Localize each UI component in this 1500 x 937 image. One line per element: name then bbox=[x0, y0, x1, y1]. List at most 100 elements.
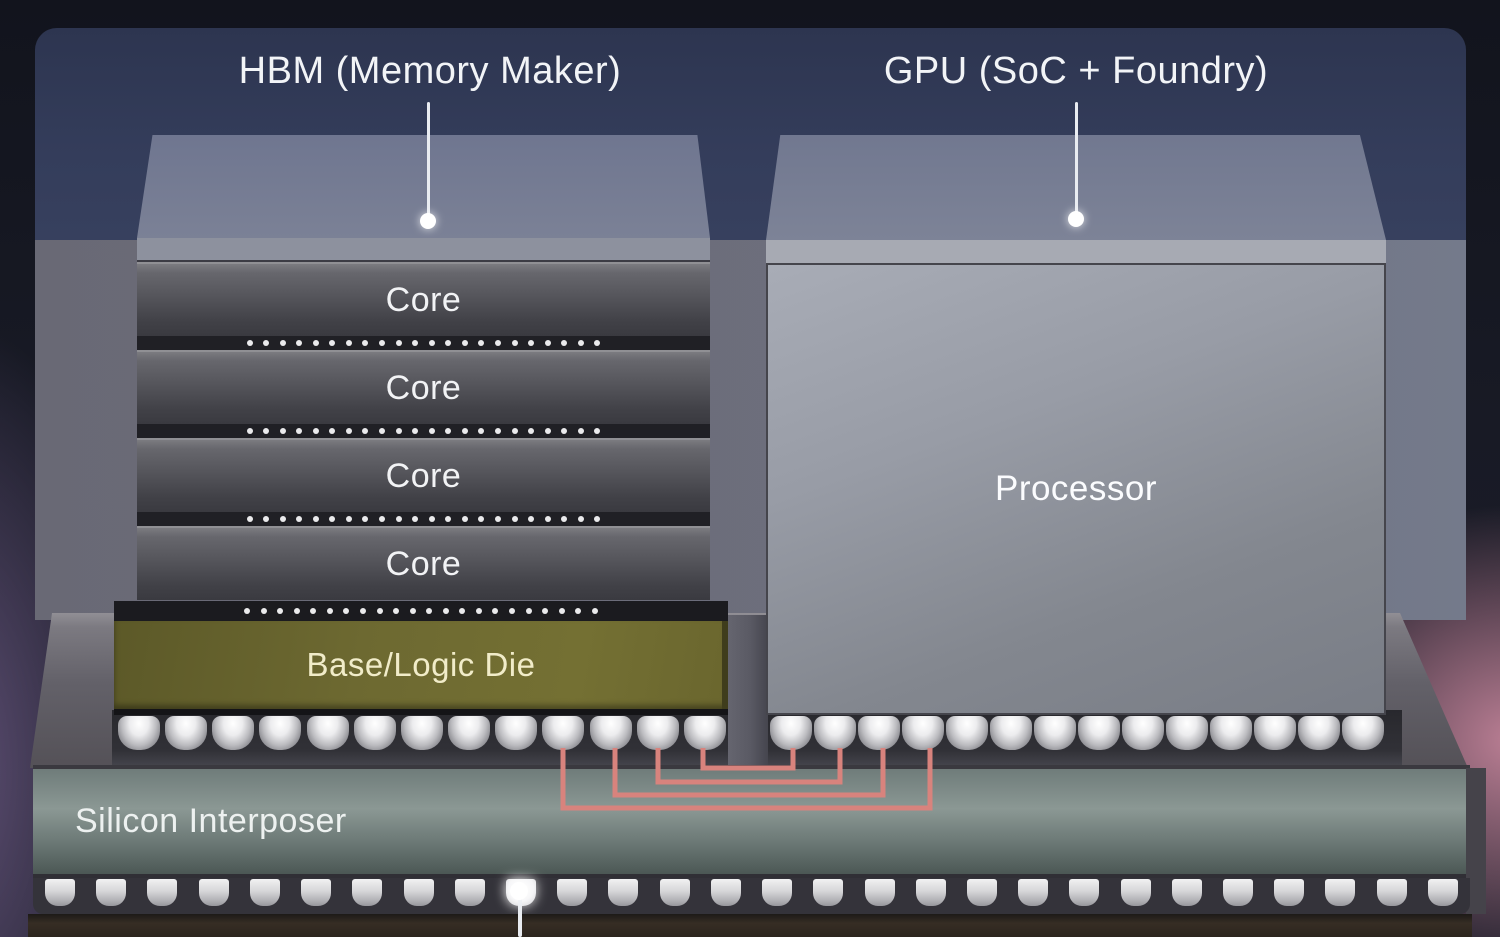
microbump-dot bbox=[345, 516, 352, 522]
bottom-bump-band bbox=[33, 878, 1470, 914]
solder-bump bbox=[1034, 716, 1076, 750]
microbump-dot bbox=[244, 608, 250, 614]
microbump-dot bbox=[558, 608, 565, 614]
solder-bump bbox=[403, 879, 434, 906]
solder-bump bbox=[1427, 879, 1458, 906]
microbump-dot bbox=[345, 340, 352, 346]
solder-bump bbox=[352, 879, 383, 906]
solder-bump bbox=[659, 879, 690, 906]
microbump-dot bbox=[293, 608, 300, 614]
microbump-dot bbox=[246, 428, 253, 434]
microbump-dot bbox=[362, 516, 369, 522]
solder-bump bbox=[966, 879, 997, 906]
microbump-dot bbox=[561, 428, 568, 434]
solder-bump bbox=[864, 879, 895, 906]
microbump-dot bbox=[359, 608, 366, 614]
microbump-dot-row bbox=[244, 608, 598, 614]
base-logic-die: Base/Logic Die bbox=[114, 601, 728, 715]
microbump-dot bbox=[296, 516, 303, 522]
microbump-dot bbox=[528, 340, 535, 346]
microbump-dot bbox=[312, 428, 319, 434]
hbm-core-layer: Core bbox=[137, 438, 710, 512]
solder-bump bbox=[448, 716, 491, 750]
microbump-dot bbox=[478, 516, 485, 522]
microbump-dot bbox=[277, 608, 284, 614]
microbump-dot bbox=[478, 340, 485, 346]
microbump-dot bbox=[412, 516, 419, 522]
microbump-dot bbox=[379, 516, 385, 522]
solder-bump bbox=[1254, 716, 1296, 750]
microbump-dot bbox=[492, 608, 499, 614]
microbump-dots bbox=[246, 516, 601, 522]
bottom-leader-line bbox=[518, 891, 522, 937]
gpu-leader-dot bbox=[1068, 211, 1084, 227]
microbump-dot bbox=[494, 340, 501, 346]
solder-bump bbox=[454, 879, 485, 906]
microbump-dot bbox=[445, 428, 452, 434]
microbump-dot bbox=[412, 340, 419, 346]
microbump-dot bbox=[494, 516, 501, 522]
hbm-front-bevel bbox=[137, 238, 710, 262]
microbump-dot bbox=[395, 428, 402, 434]
hbm-core-layer: Core bbox=[137, 526, 710, 600]
solder-bump bbox=[710, 879, 741, 906]
hbm-leader-line bbox=[427, 102, 430, 216]
solder-bump bbox=[636, 716, 679, 750]
bottom-leader-dot bbox=[510, 882, 528, 900]
mold-gap-pillar bbox=[728, 615, 768, 768]
base-die-bottom-edge bbox=[114, 709, 728, 715]
microbump-dot bbox=[561, 516, 568, 522]
interconnect-trace bbox=[655, 748, 843, 785]
microbump-dot bbox=[577, 516, 584, 522]
microbump-dot bbox=[260, 608, 267, 614]
base-die-cap bbox=[114, 601, 728, 621]
hbm-core-layer: Core bbox=[137, 262, 710, 336]
solder-bump bbox=[495, 716, 538, 750]
hbm-core-layer: Core bbox=[137, 350, 710, 424]
microbump-dot bbox=[379, 428, 385, 434]
solder-bump bbox=[762, 879, 793, 906]
solder-bump bbox=[118, 716, 160, 750]
solder-bump bbox=[858, 716, 900, 750]
solder-bump bbox=[990, 716, 1032, 750]
microbump-dot bbox=[345, 428, 352, 434]
microbump-dot-row bbox=[137, 424, 710, 438]
microbump-dot bbox=[575, 608, 582, 614]
microbump-dot bbox=[428, 340, 435, 346]
microbump-dot bbox=[312, 340, 319, 346]
solder-bump bbox=[1223, 879, 1254, 906]
solder-bump bbox=[902, 716, 944, 750]
microbump-dot bbox=[594, 428, 601, 434]
microbump-dot bbox=[395, 340, 402, 346]
solder-bump-row-hbm bbox=[118, 716, 726, 752]
microbump-dot bbox=[296, 340, 303, 346]
base-die-body: Base/Logic Die bbox=[114, 621, 728, 709]
solder-bump bbox=[212, 716, 255, 750]
substrate bbox=[28, 914, 1472, 937]
microbump-dot bbox=[509, 608, 515, 614]
microbump-dot bbox=[511, 340, 518, 346]
microbump-dot bbox=[442, 608, 449, 614]
solder-bump bbox=[249, 879, 280, 906]
microbump-dot bbox=[379, 340, 385, 346]
microbump-dot bbox=[544, 516, 551, 522]
microbump-dot bbox=[310, 608, 317, 614]
microbump-dot bbox=[594, 340, 601, 346]
solder-bump-row-gpu bbox=[770, 716, 1384, 752]
solder-bump bbox=[542, 716, 585, 750]
solder-bump bbox=[198, 879, 229, 906]
solder-bump bbox=[353, 716, 396, 750]
microbump-dot bbox=[263, 340, 270, 346]
microbump-dot bbox=[511, 516, 518, 522]
interconnect-trace bbox=[560, 748, 933, 811]
microbump-dot bbox=[525, 608, 532, 614]
processor-die: Processor bbox=[766, 263, 1386, 715]
solder-bump bbox=[683, 716, 726, 750]
solder-bump bbox=[1018, 879, 1049, 906]
solder-bump bbox=[770, 716, 812, 750]
microbump-dot bbox=[362, 340, 369, 346]
solder-bump bbox=[1210, 716, 1252, 750]
solder-bump bbox=[1342, 716, 1384, 750]
microbump-dot-row bbox=[137, 336, 710, 350]
microbump-dot bbox=[428, 428, 435, 434]
